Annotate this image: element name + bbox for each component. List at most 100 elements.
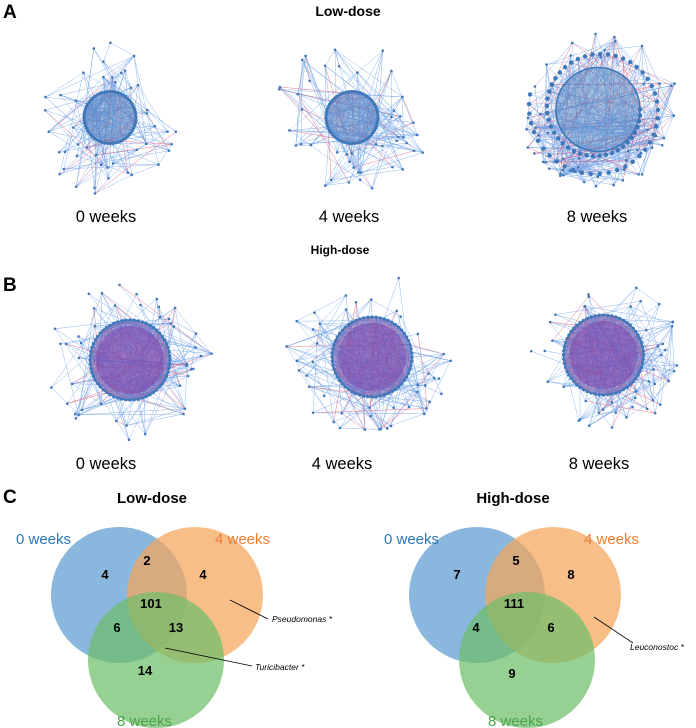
network-node [111, 141, 115, 145]
network-node [641, 345, 645, 349]
negative-edge [637, 142, 651, 151]
network-node [132, 398, 136, 402]
network-node [650, 146, 654, 149]
network-node [628, 383, 632, 387]
network-node [568, 169, 572, 173]
positive-edge [639, 326, 673, 339]
time-label-a-0: 0 weeks [75, 208, 137, 226]
positive-edge [668, 326, 673, 382]
negative-edge [545, 159, 627, 163]
network-node [635, 65, 639, 69]
network-node [350, 390, 354, 394]
network-b-8-weeks [529, 286, 679, 429]
network-node [102, 90, 107, 94]
network-node [374, 105, 378, 109]
positive-edge [279, 89, 332, 133]
network-node [424, 384, 427, 387]
network-b-4-weeks [285, 276, 452, 431]
positive-edge [400, 316, 429, 374]
network-node [386, 318, 390, 323]
positive-edge [296, 320, 314, 330]
network-node [344, 294, 348, 297]
positive-edge [635, 383, 655, 392]
network-node [370, 315, 374, 319]
positive-edge [377, 122, 399, 138]
positive-edge [140, 304, 212, 354]
positive-edge [411, 352, 451, 361]
positive-edge [195, 347, 202, 357]
network-node [375, 121, 380, 125]
network-node [167, 149, 171, 153]
positive-edge [641, 83, 660, 175]
network-node [329, 100, 333, 104]
network-node [172, 325, 176, 328]
network-node [360, 139, 365, 143]
network-node [612, 183, 615, 187]
network-node [82, 113, 86, 117]
network-node [385, 427, 389, 430]
network-node [168, 358, 172, 362]
network-node [79, 341, 83, 345]
positive-edge [159, 316, 212, 354]
network-node [639, 341, 644, 345]
network-node [562, 349, 566, 353]
network-node [155, 328, 159, 332]
positive-edge [313, 412, 425, 415]
network-node [155, 297, 159, 301]
network-node [104, 390, 109, 394]
network-node [342, 140, 346, 144]
positive-edge [635, 349, 666, 392]
network-node [355, 90, 360, 94]
network-node [337, 138, 341, 142]
network-node [526, 101, 532, 107]
network-node [62, 167, 66, 171]
positive-edge [103, 76, 176, 132]
network-node [641, 349, 645, 353]
network-node [121, 93, 125, 97]
positive-edge [166, 343, 196, 348]
network-node [84, 126, 88, 130]
positive-edge [614, 36, 657, 126]
positive-edge [396, 134, 418, 142]
network-node [645, 76, 650, 82]
positive-edge [379, 413, 425, 430]
network-node [562, 345, 566, 349]
positive-edge [408, 385, 426, 408]
network-node [128, 318, 132, 322]
network-node [192, 367, 195, 371]
network-node [546, 117, 551, 123]
network-node [370, 395, 374, 399]
network-node [625, 158, 628, 162]
network-node [126, 171, 130, 174]
positive-edge [589, 412, 600, 426]
network-node [133, 123, 137, 128]
network-node [625, 385, 629, 389]
network-node [548, 320, 552, 324]
network-node [658, 82, 661, 85]
network-node [615, 147, 620, 153]
positive-edge [100, 125, 155, 166]
network-node [304, 54, 307, 58]
network-node [53, 327, 57, 331]
network-node [144, 321, 148, 326]
network-node [101, 328, 105, 332]
network-node [582, 180, 586, 184]
negative-edge [651, 83, 660, 148]
panel-title-high-dose: High-dose [310, 243, 370, 257]
positive-edge [626, 399, 654, 418]
positive-edge [117, 397, 146, 435]
negative-edge [409, 344, 444, 355]
network-node [335, 151, 339, 154]
network-node [313, 311, 316, 315]
positive-edge [662, 326, 673, 345]
network-node [65, 402, 69, 405]
network-node [332, 343, 336, 347]
network-node [649, 83, 655, 89]
positive-edge [393, 110, 423, 153]
network-node [570, 167, 576, 173]
network-node [300, 58, 304, 62]
venn-title-high-dose: High-dose [476, 490, 550, 507]
positive-edge [653, 369, 656, 384]
network-node [654, 134, 658, 138]
positive-edge [551, 36, 615, 84]
